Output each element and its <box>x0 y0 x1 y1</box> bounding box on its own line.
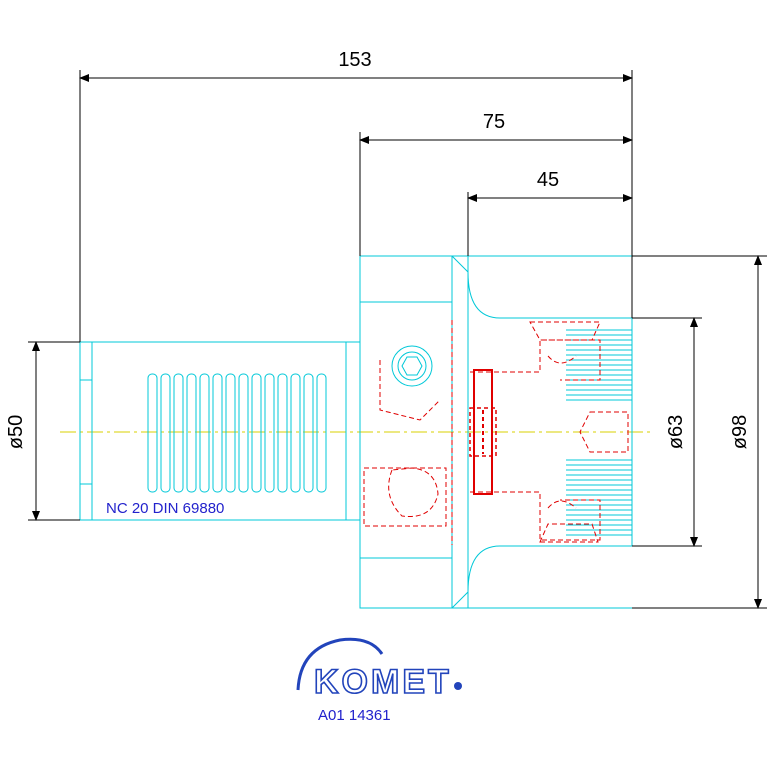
serration-rib <box>199 373 210 493</box>
serration-rib <box>173 373 184 493</box>
serration-rib <box>225 373 236 493</box>
serration-rib <box>147 373 158 493</box>
dim-text-d63: ø63 <box>665 415 687 449</box>
komet-logo: KOMET <box>296 637 462 702</box>
insert-screw <box>469 369 497 495</box>
dim-text-153: 153 <box>338 49 371 71</box>
serration-rib <box>264 373 275 493</box>
serration-rib <box>290 373 301 493</box>
dim-text-d50: ø50 <box>5 415 27 449</box>
dimension-lines <box>28 70 767 609</box>
shank-serrations <box>147 373 327 493</box>
insert-hatching-bottom <box>566 459 632 536</box>
serration-rib <box>316 373 327 493</box>
serration-rib <box>186 373 197 493</box>
dim-text-45: 45 <box>537 169 559 191</box>
shank-label: NC 20 DIN 69880 <box>106 500 224 517</box>
serration-rib <box>212 373 223 493</box>
serration-rib <box>277 373 288 493</box>
serration-rib <box>303 373 314 493</box>
brand-name: KOMET <box>314 663 452 701</box>
shank-outline <box>79 341 361 521</box>
head-outline <box>359 255 633 609</box>
serration-rib <box>160 373 171 493</box>
serration-rib <box>251 373 262 493</box>
dim-text-d98: ø98 <box>729 415 751 449</box>
part-number: A01 14361 <box>318 707 391 724</box>
hidden-features <box>363 320 629 545</box>
dim-text-75: 75 <box>483 111 505 133</box>
serration-rib <box>238 373 249 493</box>
